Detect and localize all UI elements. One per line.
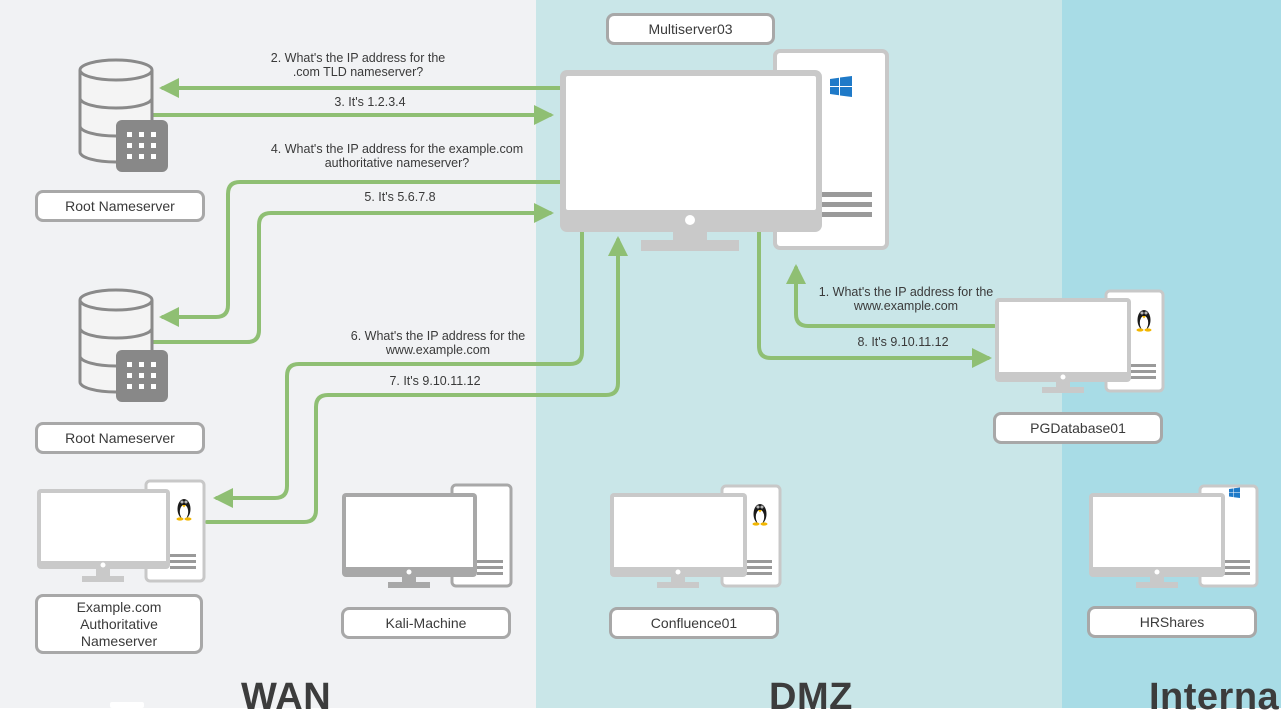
zone-label-wan: WAN [241, 676, 332, 718]
kali-machine-device [342, 483, 513, 588]
artifact-mark [110, 702, 144, 708]
root-nameserver-label: Root Nameserver [35, 190, 205, 222]
auth-nameserver-device [37, 479, 206, 583]
root-nameserver-label: Root Nameserver [35, 422, 205, 454]
hrshares-device [1089, 484, 1259, 588]
confluence01-label: Confluence01 [609, 607, 779, 639]
kali-machine-label: Kali-Machine [341, 607, 511, 639]
arrow-8-client-reply [757, 230, 992, 368]
message-5-label: 5. It's 5.6.7.8 [364, 190, 436, 204]
message-2-label: 2. What's the IP address for the .com TL… [270, 51, 446, 79]
message-8-label: 8. It's 9.10.11.12 [857, 335, 949, 349]
message-7-label: 7. It's 9.10.11.12 [389, 374, 481, 388]
arrow-7-reply-www [205, 236, 628, 524]
multiserver03-device [560, 49, 889, 251]
message-3-label: 3. It's 1.2.3.4 [334, 95, 406, 109]
message-1-label: 1. What's the IP address for the www.exa… [818, 285, 994, 313]
pgdatabase01-label: PGDatabase01 [993, 412, 1163, 444]
hrshares-label: HRShares [1087, 606, 1257, 638]
arrow-6-query-www [213, 230, 584, 508]
message-6-label: 6. What's the IP address for the www.exa… [350, 329, 526, 357]
multiserver03-label: Multiserver03 [606, 13, 775, 45]
auth-nameserver-label: Example.com Authoritative Nameserver [35, 594, 203, 654]
pgdatabase01-device [995, 289, 1165, 393]
arrow-4-query-auth [159, 180, 562, 327]
arrow-1-client-query [786, 264, 996, 328]
zone-label-internal: Internal [1149, 676, 1281, 718]
message-4-label: 4. What's the IP address for the example… [270, 142, 524, 170]
confluence01-device [610, 484, 782, 588]
arrow-5-reply-auth [150, 203, 554, 344]
zone-label-dmz: DMZ [769, 676, 853, 718]
database-icon [78, 288, 170, 404]
